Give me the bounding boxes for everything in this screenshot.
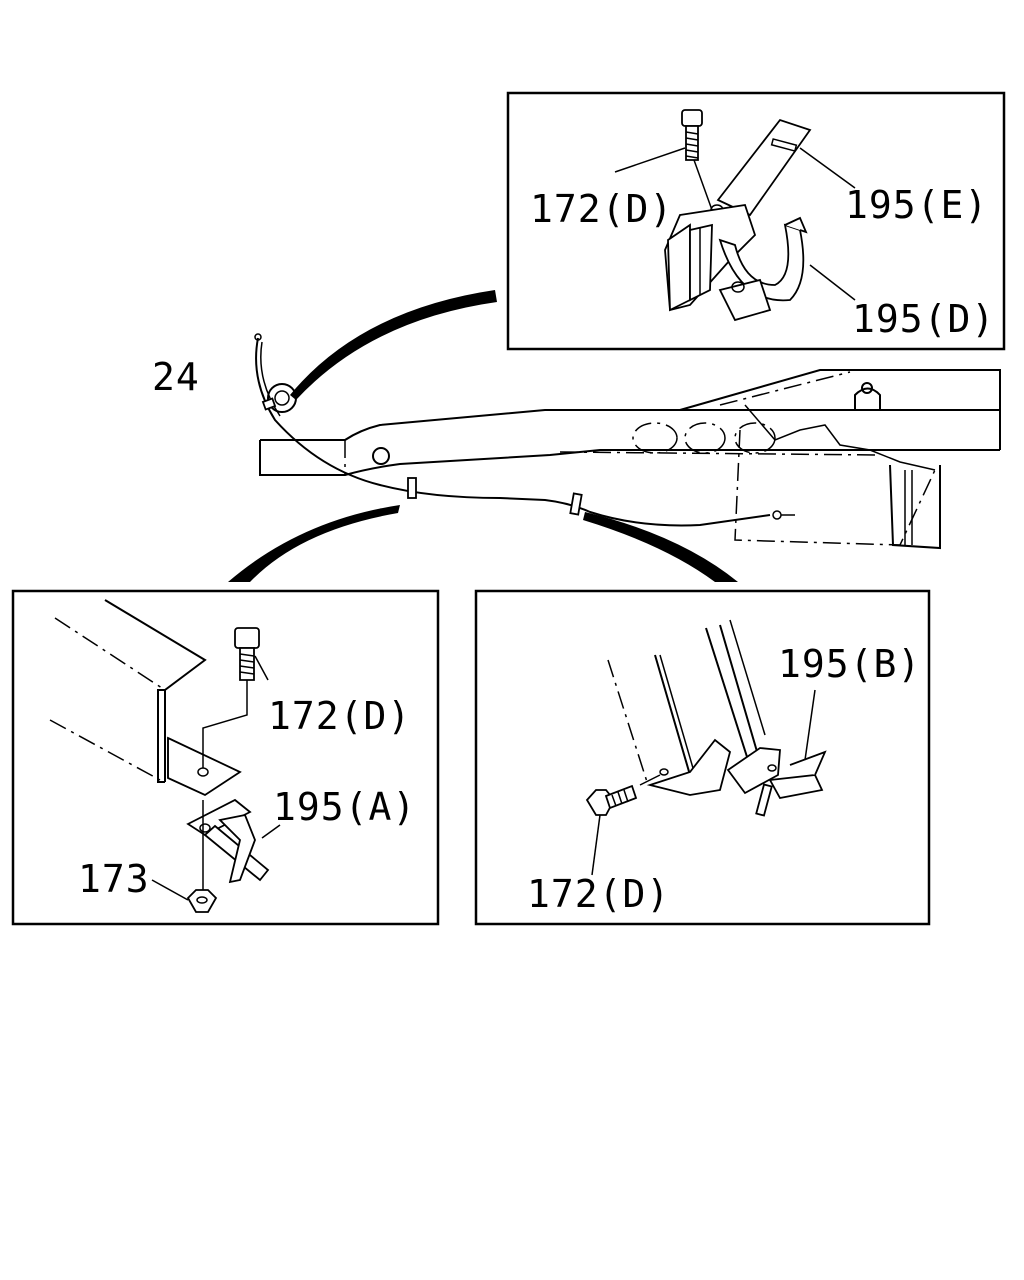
detail-arc-left (228, 505, 400, 582)
callout-172d-top: 172(D) (530, 187, 674, 231)
callout-195a: 195(A) (273, 785, 417, 829)
frame-rail (259, 369, 1001, 550)
inset-left-drawing (49, 599, 281, 913)
inset-left-box (11, 589, 440, 926)
brake-cable (254, 333, 795, 527)
callout-24: 24 (152, 355, 200, 399)
detail-arc-right (583, 512, 738, 582)
callout-195d: 195(D) (852, 297, 996, 341)
callout-173: 173 (78, 857, 150, 901)
callout-195e: 195(E) (845, 183, 989, 227)
detail-arc-top (290, 290, 497, 400)
inset-top-drawing (614, 109, 856, 322)
callout-195b: 195(B) (778, 642, 922, 686)
callout-172d-right: 172(D) (527, 872, 671, 916)
callout-172d-left: 172(D) (268, 694, 412, 738)
inset-right-drawing (585, 619, 827, 876)
